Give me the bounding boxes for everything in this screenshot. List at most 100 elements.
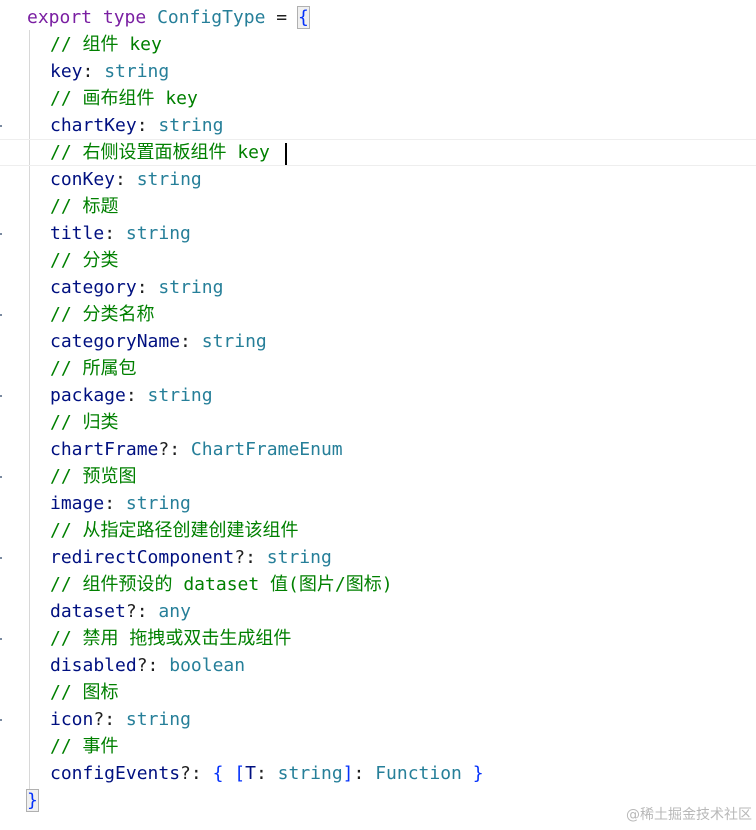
property-type: string — [201, 331, 267, 352]
code-comment-line: // 组件 key — [0, 31, 162, 58]
gutter-marker — [0, 233, 2, 235]
comment-text: // 从指定路径创建创建该组件 — [50, 520, 299, 541]
comment-text: // 分类 — [50, 250, 119, 271]
property-type: string — [136, 169, 202, 190]
code-field-line: key: string — [0, 58, 169, 85]
code-field-line: package: string — [0, 382, 213, 409]
code-field-line: chartKey: string — [0, 112, 223, 139]
code-field-line: category: string — [0, 274, 223, 301]
comment-text: // 归类 — [50, 412, 119, 433]
property-name: configEvents — [50, 763, 181, 784]
property-name: category — [50, 277, 137, 298]
code-comment-line: // 分类 — [0, 247, 119, 274]
type-name: ConfigType — [157, 7, 266, 28]
code-line-close: } — [0, 787, 39, 814]
comment-text: // 画布组件 key — [50, 88, 198, 109]
code-comment-line: // 标题 — [0, 193, 119, 220]
property-type: ChartFrameEnum — [190, 439, 343, 460]
code-comment-line: // 所属包 — [0, 355, 137, 382]
close-brace: } — [26, 789, 39, 812]
code-comment-line: // 从指定路径创建创建该组件 — [0, 517, 299, 544]
code-comment-line: // 图标 — [0, 679, 119, 706]
property-name: dataset — [50, 601, 126, 622]
property-type: string — [147, 385, 213, 406]
index-separator: : — [255, 763, 267, 784]
property-separator: ?: — [234, 547, 256, 568]
property-separator: ?: — [136, 655, 159, 676]
property-name: conKey — [50, 169, 116, 190]
comment-text: // 所属包 — [50, 358, 137, 379]
property-separator: ?: — [180, 763, 202, 784]
keyword-export: export — [27, 7, 93, 28]
property-type: string — [125, 493, 191, 514]
code-field-line: chartFrame?: ChartFrameEnum — [0, 436, 343, 463]
code-line-header: export type ConfigType = { — [0, 4, 310, 31]
property-separator: : — [125, 385, 137, 406]
property-separator: ?: — [125, 601, 148, 622]
gutter-marker — [0, 314, 2, 316]
property-name: disabled — [50, 655, 137, 676]
code-comment-line: // 事件 — [0, 733, 119, 760]
code-field-line: redirectComponent?: string — [0, 544, 332, 571]
property-name: chartFrame — [50, 439, 159, 460]
property-name: icon — [50, 709, 94, 730]
property-type: string — [104, 61, 170, 82]
property-type: string — [266, 547, 332, 568]
code-comment-line: // 画布组件 key — [0, 85, 198, 112]
value-separator: : — [353, 763, 365, 784]
code-field-line: categoryName: string — [0, 328, 267, 355]
code-field-line: icon?: string — [0, 706, 191, 733]
comment-text: // 图标 — [50, 682, 119, 703]
property-name: chartKey — [50, 115, 137, 136]
current-line-highlight — [0, 139, 756, 166]
code-comment-line: // 预览图 — [0, 463, 137, 490]
property-separator: ?: — [158, 439, 181, 460]
comment-text: // 右侧设置面板组件 key — [50, 142, 270, 163]
value-type: Function — [375, 763, 462, 784]
property-type: boolean — [169, 655, 246, 676]
property-separator: ?: — [93, 709, 116, 730]
code-comment-line: // 禁用 拖拽或双击生成组件 — [0, 625, 291, 652]
comment-text: // 禁用 拖拽或双击生成组件 — [50, 628, 292, 649]
code-field-line: dataset?: any — [0, 598, 191, 625]
gutter-marker — [0, 557, 2, 559]
comment-text: // 标题 — [50, 196, 119, 217]
text-cursor — [285, 143, 287, 165]
gutter-marker — [0, 476, 2, 478]
bracket-open: [ — [234, 763, 246, 784]
equals-sign: = — [276, 7, 288, 28]
code-comment-line: // 归类 — [0, 409, 119, 436]
property-type: string — [158, 277, 224, 298]
bracket-close: ] — [342, 763, 354, 784]
index-type: string — [277, 763, 343, 784]
keyword-type: type — [102, 7, 147, 28]
property-separator: : — [136, 277, 148, 298]
property-name: title — [50, 223, 105, 244]
code-comment-line: // 右侧设置面板组件 key — [0, 139, 270, 166]
property-name: key — [50, 61, 83, 82]
code-field-line: title: string — [0, 220, 191, 247]
property-name: package — [50, 385, 126, 406]
brace-open: { — [212, 763, 224, 784]
open-brace: { — [296, 6, 310, 29]
property-separator: : — [180, 331, 191, 352]
property-type: string — [158, 115, 224, 136]
property-name: image — [50, 493, 105, 514]
property-name: redirectComponent — [50, 547, 235, 568]
property-separator: : — [136, 115, 148, 136]
property-type: string — [125, 709, 191, 730]
property-separator: : — [115, 169, 126, 190]
code-field-line: conKey: string — [0, 166, 202, 193]
property-type: any — [158, 601, 191, 622]
comment-text: // 组件 key — [50, 34, 162, 55]
comment-text: // 分类名称 — [50, 304, 155, 325]
gutter-marker — [0, 719, 2, 721]
indent-guide — [29, 30, 30, 790]
comment-text: // 组件预设的 dataset 值(图片/图标) — [50, 574, 393, 595]
code-field-line: configEvents?: { [T: string]: Function } — [0, 760, 484, 787]
code-comment-line: // 分类名称 — [0, 301, 155, 328]
gutter-marker — [0, 638, 2, 640]
property-type: string — [125, 223, 191, 244]
comment-text: // 预览图 — [50, 466, 137, 487]
